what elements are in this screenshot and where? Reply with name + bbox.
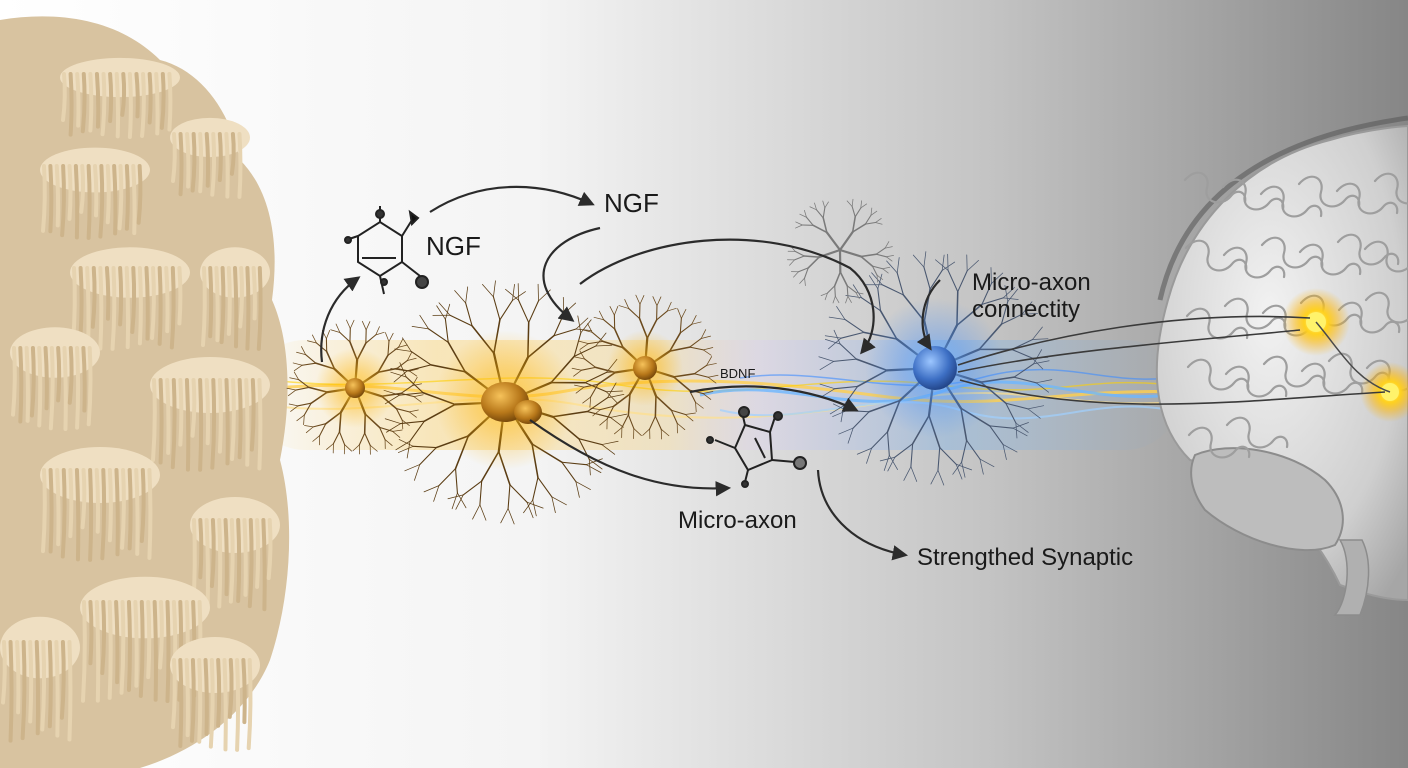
brain-gyrus xyxy=(1225,416,1289,449)
ngf-molecule-label: NGF xyxy=(426,231,481,261)
mushroom-lobe xyxy=(190,497,280,612)
bdnf-molecule-icon xyxy=(706,406,807,488)
neuron-soma xyxy=(345,378,365,398)
axon-to-brain-lines xyxy=(957,315,1386,405)
mushroom-lobe xyxy=(70,247,190,351)
arrow xyxy=(429,185,595,213)
ngf-molecule-icon xyxy=(344,206,429,295)
micro-axon-connectivity-label-line2: connectity xyxy=(972,296,1080,323)
mushroom-lobe xyxy=(150,357,270,472)
arrow xyxy=(689,385,859,412)
brain-gyrus xyxy=(1224,365,1288,398)
neuron-soma xyxy=(913,346,957,390)
brain-gyrus xyxy=(1336,233,1400,266)
micro-axon-connectivity-label-line1: Micro-axon xyxy=(972,269,1091,296)
mushroom-lobe xyxy=(170,637,260,752)
brain-stem xyxy=(1333,539,1370,616)
arrow xyxy=(916,279,941,351)
mushroom-lobe xyxy=(200,247,270,351)
mushroom-lobe xyxy=(40,447,160,562)
mushroom-lobe xyxy=(40,147,150,240)
mushroom-lobe xyxy=(10,327,100,431)
brain-gyrus xyxy=(1363,240,1408,273)
neuron-soma xyxy=(633,356,657,380)
brain-gyrus xyxy=(1187,426,1251,459)
arrow xyxy=(529,419,732,497)
arrow xyxy=(542,226,601,322)
brain-gyrus xyxy=(1298,243,1362,276)
mushroom-lobe xyxy=(0,616,80,743)
brain-gyrus xyxy=(1183,171,1247,204)
arrow xyxy=(579,238,876,355)
arrow xyxy=(816,469,909,561)
neuron-soma xyxy=(514,400,542,424)
mushroom-lobe xyxy=(60,57,180,139)
bdnf-label: BDNF xyxy=(720,366,755,381)
brain-icon xyxy=(1155,115,1408,616)
mushroom-lobe xyxy=(170,117,250,199)
brain-gyrus xyxy=(1364,291,1408,324)
micro-axon-label: Micro-axon xyxy=(678,507,797,534)
brain-gyrus xyxy=(1262,355,1326,388)
brain-gyrus xyxy=(1223,297,1287,330)
brain-gyrus xyxy=(1222,246,1286,279)
lions-mane-mushroom-image xyxy=(0,16,290,768)
brain-gyrus xyxy=(1373,172,1408,205)
flow-arrows xyxy=(320,185,941,561)
ngf-top-label: NGF xyxy=(604,188,659,218)
brain-gyrus xyxy=(1335,182,1399,215)
brain-gyrus xyxy=(1260,236,1324,269)
brain-gyrus xyxy=(1184,239,1248,272)
strengthened-synaptic-label: Strengthed Synaptic xyxy=(917,544,1133,571)
brain-gyrus xyxy=(1297,175,1361,208)
arrow xyxy=(320,276,361,363)
cerebellum xyxy=(1190,447,1344,552)
brain-gyrus xyxy=(1221,178,1285,211)
neuron-icon xyxy=(787,198,894,304)
brain-gyrus xyxy=(1259,185,1323,218)
brain-gyrus xyxy=(1186,358,1250,391)
